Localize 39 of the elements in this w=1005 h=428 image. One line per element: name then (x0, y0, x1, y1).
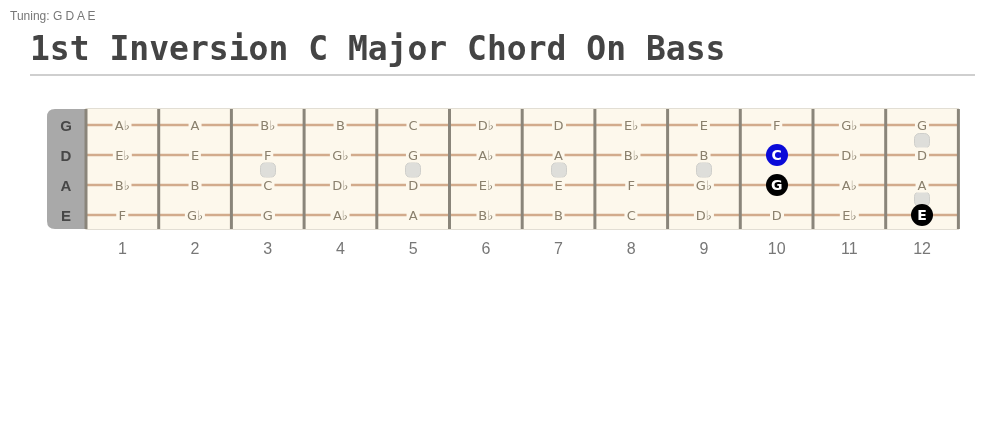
fret-number: 12 (913, 241, 931, 257)
note-name: E♭ (840, 207, 859, 223)
fret-number: 5 (408, 241, 418, 257)
note-name: E♭ (622, 117, 641, 133)
string-name: E (61, 207, 71, 223)
note-name: E♭ (113, 147, 132, 163)
note-name: G♭ (184, 207, 206, 223)
note-name: A♭ (330, 207, 350, 223)
fret-number: 9 (699, 241, 709, 257)
note-name: D♭ (839, 147, 860, 163)
note-name: B♭ (476, 207, 496, 223)
string-name: D (60, 147, 72, 163)
fret-number: 10 (767, 241, 786, 257)
fret-number: 4 (336, 241, 345, 257)
note-name: D♭ (693, 207, 714, 223)
note-name: G♭ (839, 117, 860, 133)
note-name: B♭ (112, 177, 132, 193)
note-name: A♭ (839, 177, 859, 193)
chart-title: 1st Inversion C Major Chord On Bass (30, 31, 726, 68)
fret-number: 6 (481, 241, 491, 257)
fret-number: 11 (841, 241, 858, 257)
fret-number: 1 (117, 241, 127, 257)
fret-number: 3 (263, 241, 273, 257)
tuning-label: Tuning: G D A E (10, 10, 96, 22)
fret-number: 7 (554, 241, 563, 257)
note-name: A♭ (476, 147, 496, 163)
string-name: A (60, 177, 72, 193)
note-name: G♭ (693, 177, 715, 193)
fret-number: 2 (190, 241, 200, 257)
note-name: G♭ (330, 147, 351, 163)
note-name: D♭ (330, 177, 351, 193)
note-name: B♭ (258, 117, 278, 133)
fret-number: 8 (626, 241, 636, 257)
note-name: E♭ (476, 177, 495, 193)
note-name: A♭ (112, 117, 132, 133)
note-name: D (915, 147, 930, 163)
note-name: D♭ (475, 117, 496, 133)
note-name: B♭ (621, 147, 641, 163)
string-name: G (60, 117, 72, 133)
